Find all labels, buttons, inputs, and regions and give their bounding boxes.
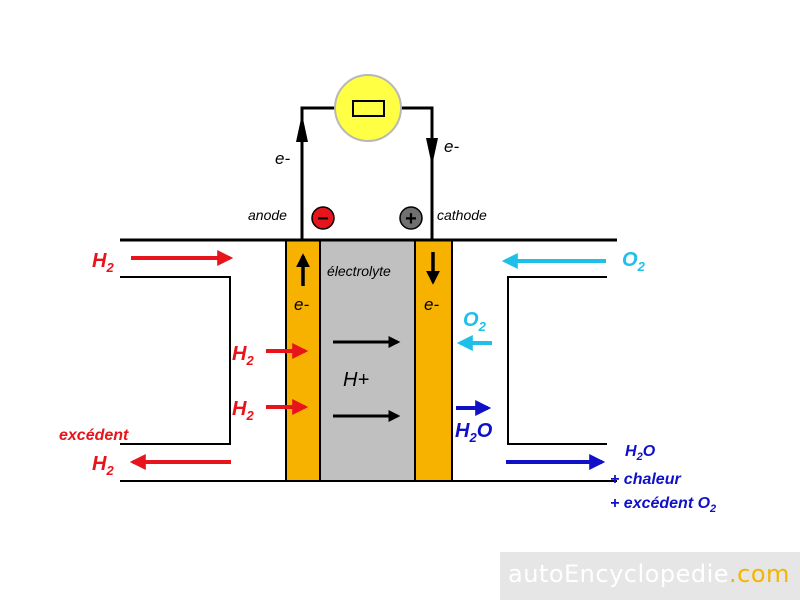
watermark-suffix: .com [729, 560, 790, 588]
o2-electrode-label: O2 [463, 309, 487, 334]
right-channel-wall [507, 276, 607, 445]
h2-inlet-label: H2 [92, 250, 114, 275]
anode-label: anode [248, 207, 287, 223]
load-lamp [334, 74, 402, 142]
proton-label: H+ [343, 369, 369, 391]
site-watermark: autoEncyclopedie.com [500, 552, 800, 600]
o2-inlet-label: O2 [622, 249, 646, 274]
watermark-main: autoEncyclopedie [508, 560, 729, 588]
electron-arrow-down [426, 138, 438, 166]
electron-label-cathode: e- [424, 295, 439, 314]
left-channel-wall [120, 276, 231, 445]
excess-o2-label: + excédent O2 [610, 495, 716, 515]
electron-label-right: e- [444, 137, 459, 156]
electron-arrow-up [296, 114, 308, 142]
h2-outlet-label: H2 [92, 453, 114, 478]
cathode-terminal: + [399, 206, 423, 230]
heat-label: + chaleur [610, 471, 681, 488]
electrolyte-label: électrolyte [327, 263, 391, 279]
h2-electrode-label-1: H2 [232, 343, 254, 368]
excess-h2-label: excédent [59, 427, 129, 444]
minus-symbol: − [317, 208, 329, 230]
electron-label-anode: e- [294, 295, 309, 314]
electrolyte-region [319, 239, 416, 482]
resistor-symbol [352, 100, 385, 117]
electron-label-left: e- [275, 149, 290, 168]
cathode-label: cathode [437, 207, 487, 223]
h2o-outlet-label: H2O [625, 443, 656, 463]
watermark-text: autoEncyclopedie.com [508, 560, 790, 588]
plus-symbol: + [405, 208, 417, 230]
h2o-electrode-label: H2O [455, 420, 493, 445]
anode-terminal: − [311, 206, 335, 230]
h2-electrode-label-2: H2 [232, 398, 254, 423]
